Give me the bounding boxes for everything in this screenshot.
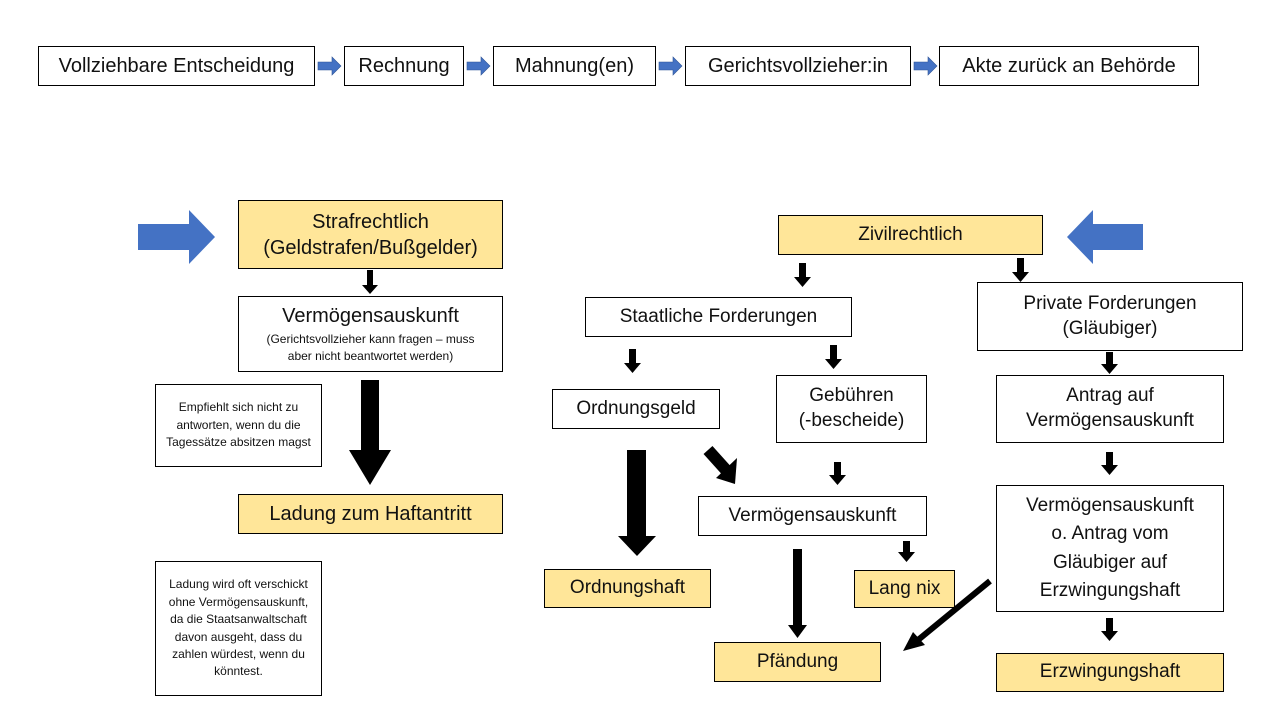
arrow-down-icon [624, 349, 641, 373]
fees-line2: (-bescheide) [798, 410, 905, 431]
step-enforceable-decision: Vollziehbare Entscheidung [38, 46, 315, 86]
arrow-down-large-icon [349, 380, 391, 485]
arrow-down-icon [1101, 618, 1118, 641]
arrow-down-icon [794, 263, 811, 287]
arrow-down-icon [1012, 258, 1029, 282]
private-claims-box: Private Forderungen (Gläubiger) [977, 282, 1243, 351]
state-claims-label: Staatliche Forderungen [619, 305, 818, 327]
application-line1: Antrag auf [1066, 385, 1154, 407]
nothing-for-long-box: Lang nix [854, 570, 955, 608]
arrow-down-icon [825, 345, 842, 369]
step-invoice: Rechnung [344, 46, 464, 86]
arrow-down-icon [1101, 452, 1118, 475]
step-bailiff: Gerichtsvollzieher:in [685, 46, 911, 86]
fees-line1: Gebühren [809, 385, 894, 407]
step-label: Vollziehbare Entscheidung [58, 55, 295, 77]
coercive-detention-order-label: Ordnungshaft [569, 577, 686, 599]
asset-disclosure-note: (Gerichtsvollzieher kann fragen – muss a… [266, 331, 474, 366]
summons-box: Ladung zum Haftantritt [238, 494, 503, 534]
entry-arrow-left-icon [1067, 210, 1143, 264]
arrow-down-icon [898, 541, 915, 562]
arrow-down-long-icon [788, 549, 807, 638]
civil-title: Zivilrechtlich [858, 223, 963, 245]
step-file-returned: Akte zurück an Behörde [939, 46, 1199, 86]
entry-arrow-right-icon [138, 210, 215, 264]
criminal-title: Strafrechtlich [312, 210, 429, 233]
asset-disclosure-note-line2: aber nicht beantwortet werden) [287, 349, 454, 363]
administrative-fine-label: Ordnungsgeld [576, 397, 696, 419]
disclosure-or-application-line1: Vermögensauskunft [1026, 494, 1194, 516]
arrow-down-icon [362, 270, 378, 294]
arrow-down-large-icon [618, 450, 656, 556]
summons-label: Ladung zum Haftantritt [269, 503, 472, 525]
coercive-detention-order-box: Ordnungshaft [544, 569, 711, 608]
disclosure-or-application-line3: Gläubiger auf [1052, 551, 1168, 573]
asset-disclosure-note-line1: (Gerichtsvollzieher kann fragen – muss [266, 331, 475, 346]
process-arrow-icon [317, 56, 342, 76]
criminal-asset-disclosure-box: Vermögensauskunft (Gerichtsvollzieher ka… [238, 296, 503, 372]
seizure-box: Pfändung [714, 642, 881, 682]
nothing-for-long-label: Lang nix [868, 577, 941, 599]
application-disclosure-box: Antrag auf Vermögensauskunft [996, 375, 1224, 443]
step-reminders: Mahnung(en) [493, 46, 656, 86]
seizure-label: Pfändung [756, 650, 839, 672]
arrow-down-icon [829, 462, 846, 485]
summons-note-box: Ladung wird oft verschickt ohne Vermögen… [155, 561, 322, 696]
administrative-fine-box: Ordnungsgeld [552, 389, 720, 429]
step-label: Akte zurück an Behörde [962, 55, 1176, 77]
arrow-down-icon [1101, 352, 1118, 374]
process-arrow-icon [466, 56, 491, 76]
step-label: Gerichtsvollzieher:in [707, 55, 889, 77]
private-claims-line1: Private Forderungen [1023, 292, 1197, 314]
state-claims-box: Staatliche Forderungen [585, 297, 852, 337]
disclosure-or-application-line2: o. Antrag vom [1051, 523, 1169, 544]
criminal-law-box: Strafrechtlich (Geldstrafen/Bußgelder) [238, 200, 503, 269]
fees-box: Gebühren (-bescheide) [776, 375, 927, 443]
arrow-diagonal-down-right-icon [703, 445, 737, 484]
criminal-subtitle: (Geldstrafen/Bußgelder) [263, 236, 478, 259]
advice-note-box: Empfiehlt sich nicht zu antworten, wenn … [155, 384, 322, 467]
advice-note-text: Empfiehlt sich nicht zu antworten, wenn … [166, 400, 311, 450]
disclosure-or-application-line4: Erzwingungshaft [1039, 580, 1181, 601]
disclosure-or-application-box: Vermögensauskunft o. Antrag vom Gläubige… [996, 485, 1224, 612]
civil-asset-disclosure-box: Vermögensauskunft [698, 496, 927, 536]
private-claims-line2: (Gläubiger) [1062, 317, 1158, 339]
civil-law-box: Zivilrechtlich [778, 215, 1043, 255]
step-label: Mahnung(en) [515, 55, 634, 77]
process-arrow-icon [658, 56, 683, 76]
application-line2: Vermögensauskunft [1026, 410, 1194, 431]
step-label: Rechnung [358, 55, 450, 77]
civil-asset-disclosure-label: Vermögensauskunft [728, 504, 897, 526]
asset-disclosure-title: Vermögensauskunft [282, 304, 459, 327]
process-arrow-icon [913, 56, 938, 76]
coercive-detention-box: Erzwingungshaft [996, 653, 1224, 692]
coercive-detention-label: Erzwingungshaft [1039, 661, 1181, 683]
summons-note-text: Ladung wird oft verschickt ohne Vermögen… [168, 577, 309, 679]
